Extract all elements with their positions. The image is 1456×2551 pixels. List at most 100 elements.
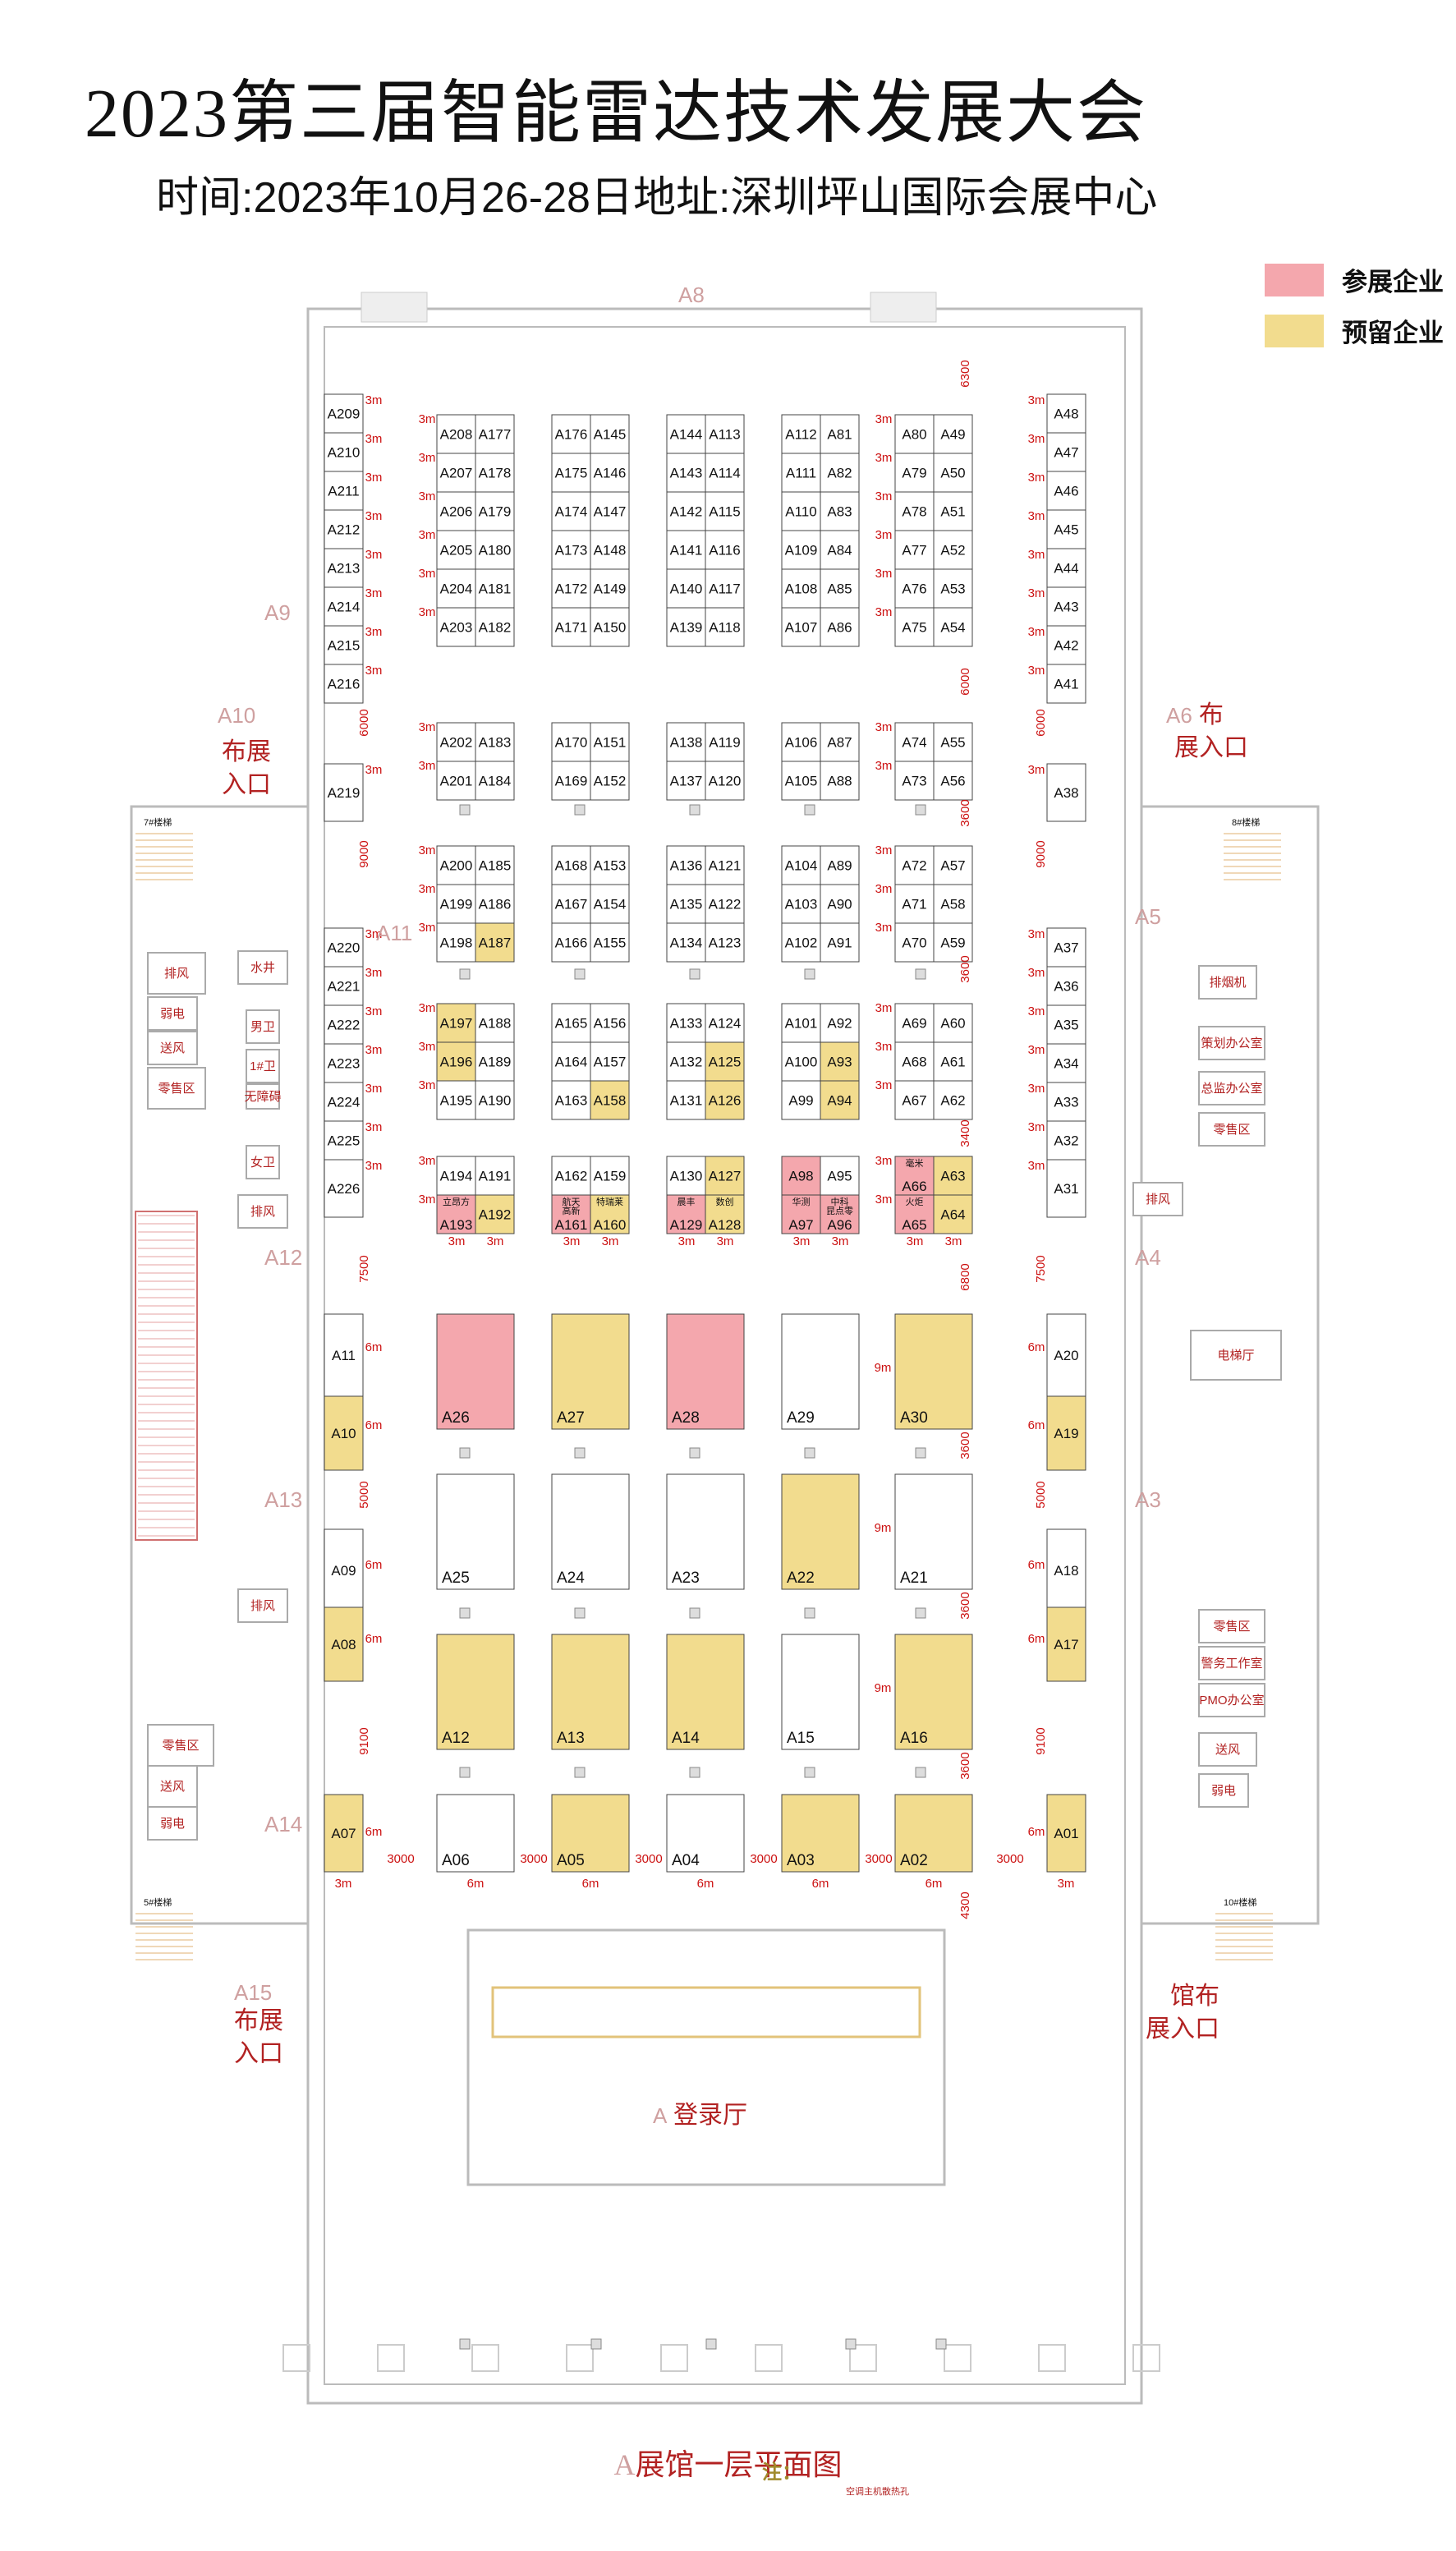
booth-A06: A06 — [436, 1794, 515, 1873]
booth-label: A61 — [940, 1055, 965, 1070]
booth-rect — [894, 568, 935, 609]
booth-A225: A225 — [324, 1120, 364, 1161]
booth-A111: A111 — [781, 453, 821, 493]
booth-label: A43 — [1054, 600, 1078, 615]
booth-rect — [781, 1313, 860, 1430]
booth-rect — [551, 1080, 591, 1120]
column-marker — [590, 2338, 602, 2350]
column-marker — [459, 968, 471, 980]
dimension-label: 3m — [945, 1234, 962, 1248]
booth-A190: A190 — [475, 1080, 515, 1120]
booth-rect — [475, 491, 515, 531]
booth-A215: A215 — [324, 625, 364, 665]
booth-rect — [781, 453, 821, 493]
booth-A214: A214 — [324, 586, 364, 627]
booth-label: A104 — [785, 858, 818, 874]
booth-rect — [781, 1194, 821, 1234]
booth-rect — [1046, 763, 1086, 822]
booth-A159: A159 — [590, 1156, 630, 1196]
booth-rect — [324, 1120, 364, 1161]
booth-A04: A04 — [666, 1794, 745, 1873]
booth-A45: A45 — [1046, 509, 1086, 549]
dimension-label: 3m — [1028, 927, 1045, 941]
booth-label: A129 — [670, 1217, 703, 1233]
dimension-label: 6m — [365, 1558, 383, 1572]
service-room: 男卫 — [246, 1009, 280, 1044]
booth-rect — [551, 491, 591, 531]
pillar — [1038, 2344, 1066, 2372]
booth-A75: A75 — [894, 607, 935, 647]
room-rect — [147, 1067, 206, 1110]
booth-rect — [1046, 966, 1086, 1006]
booth-A18: A18 — [1046, 1528, 1086, 1612]
booth-label: A37 — [1054, 940, 1078, 956]
booth-label: A125 — [709, 1055, 742, 1070]
booth-A122: A122 — [705, 884, 745, 924]
booth-label: A11 — [332, 1348, 356, 1363]
booth-A148: A148 — [590, 530, 630, 570]
booth-A81: A81 — [820, 414, 860, 454]
booth-rect — [933, 845, 973, 885]
booth-label: A154 — [594, 897, 627, 912]
booth-A167: A167 — [551, 884, 591, 924]
booth-rect — [820, 607, 860, 647]
dimension-label: 3m — [365, 471, 383, 485]
stair-label: 10#楼梯 — [1224, 1896, 1256, 1908]
booth-A71: A71 — [894, 884, 935, 924]
booth-rect — [781, 761, 821, 801]
dimension-label: 3m — [1028, 1120, 1045, 1134]
booth-rect — [820, 884, 860, 924]
booth-rect — [666, 1080, 706, 1120]
booth-label: A96 — [827, 1217, 852, 1233]
booth-A80: A80 — [894, 414, 935, 454]
booth-rect — [1046, 432, 1086, 472]
booth-A107: A107 — [781, 607, 821, 647]
dimension-label: 3m — [875, 412, 893, 426]
dimension-label: 6m — [697, 1877, 714, 1891]
booth-rect — [590, 922, 630, 963]
dimension-label: 3m — [365, 763, 383, 777]
booth-A221: A221 — [324, 966, 364, 1006]
booth-label: A66 — [902, 1179, 926, 1194]
booth-rect — [475, 607, 515, 647]
booth-label: A146 — [594, 466, 627, 481]
booth-rect — [820, 530, 860, 570]
booth-rect — [324, 927, 364, 968]
booth-A79: A79 — [894, 453, 935, 493]
dimension-label: 3m — [563, 1234, 581, 1248]
east-annex — [1140, 805, 1320, 1925]
booth-label: A84 — [827, 543, 852, 558]
booth-label: A128 — [709, 1217, 742, 1233]
booth-A67: A67 — [894, 1080, 935, 1120]
booth-A34: A34 — [1046, 1043, 1086, 1083]
booth-label: A62 — [940, 1093, 965, 1109]
booth-rect — [1046, 1159, 1086, 1218]
column-marker — [574, 1767, 586, 1778]
booth-label: A221 — [328, 979, 361, 995]
room-rect — [147, 1806, 198, 1841]
dimension-label: 6800 — [958, 1263, 972, 1290]
booth-rect — [551, 1156, 591, 1196]
booth-A92: A92 — [820, 1003, 860, 1043]
booth-A29: A29 — [781, 1313, 860, 1430]
room-label: 排风 — [164, 967, 189, 981]
booth-rect — [324, 1082, 364, 1122]
booth-label: A76 — [902, 581, 926, 597]
dimension-label: 6000 — [1034, 709, 1048, 736]
booth-rect — [781, 1634, 860, 1750]
booth-rect — [705, 1194, 745, 1234]
booth-A192: A192 — [475, 1194, 515, 1234]
column-marker — [915, 1767, 926, 1778]
entrance-label: 入口 — [222, 771, 271, 798]
booth-label: A27 — [557, 1409, 585, 1427]
booth-A42: A42 — [1046, 625, 1086, 665]
booth-label: A149 — [594, 581, 627, 597]
column-marker — [804, 968, 815, 980]
booth-label: A194 — [440, 1169, 473, 1184]
booth-rect — [781, 1473, 860, 1590]
service-room: PMO办公室 — [1198, 1683, 1265, 1717]
booth-label: A143 — [670, 466, 703, 481]
dimension-label: 3m — [365, 1004, 383, 1018]
booth-A135: A135 — [666, 884, 706, 924]
